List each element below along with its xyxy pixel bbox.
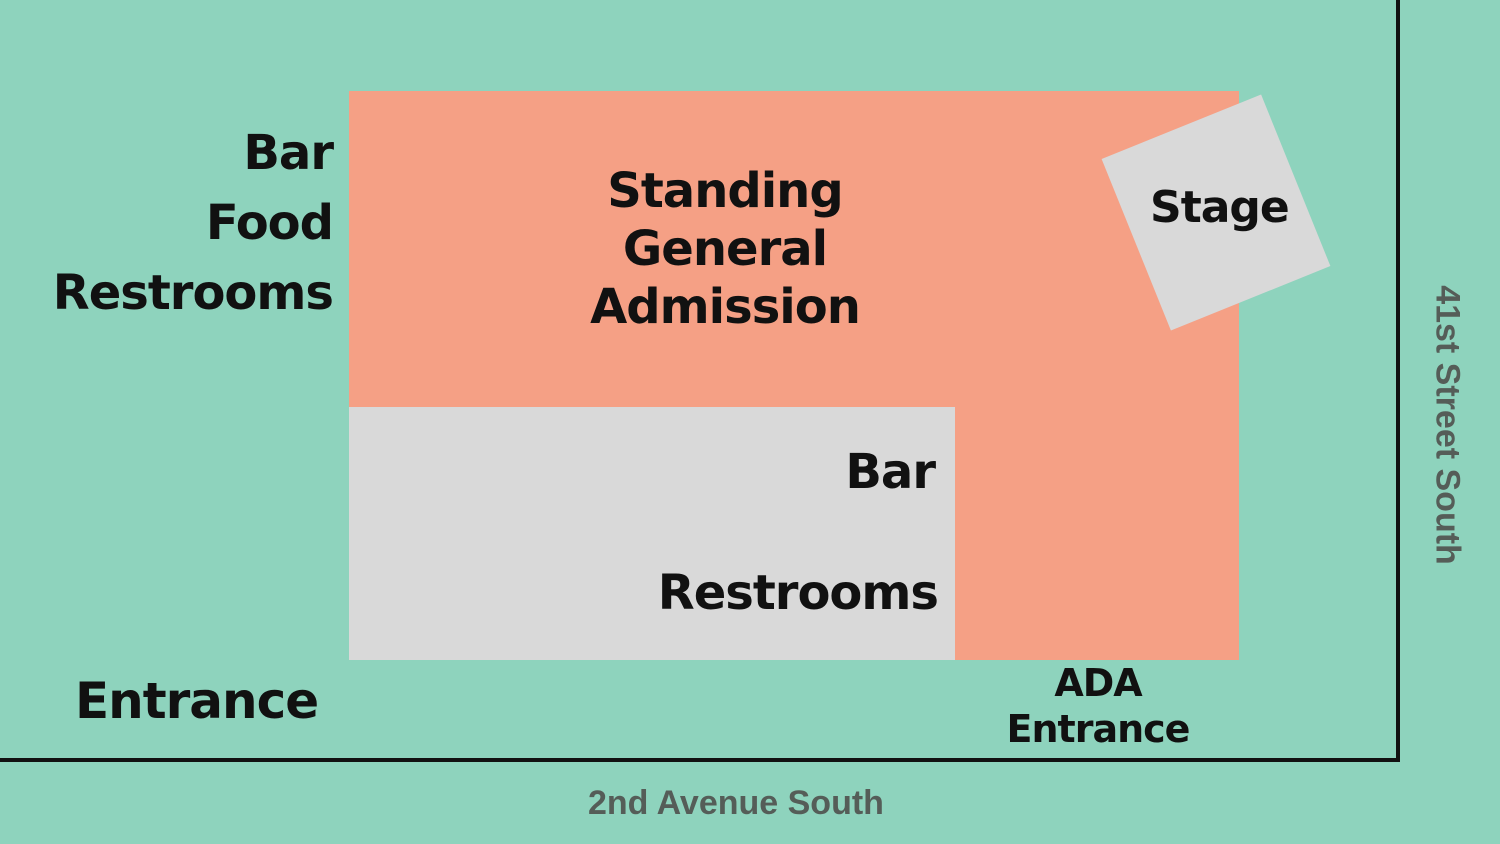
general-admission-area-southeast bbox=[954, 300, 1239, 660]
left-amenities: Bar Food Restrooms bbox=[33, 124, 334, 334]
left-bar-label: Bar bbox=[243, 125, 334, 181]
left-restrooms-label: Restrooms bbox=[52, 265, 334, 321]
street-2nd-avenue-south: 2nd Avenue South bbox=[588, 784, 884, 822]
left-food-label: Food bbox=[205, 195, 334, 251]
entrance-label: Entrance bbox=[75, 672, 319, 730]
inner-bar-label: Bar bbox=[845, 444, 936, 500]
stage-label: Stage bbox=[1150, 182, 1290, 233]
ga-line-1: Standing bbox=[607, 163, 843, 219]
street-41st-street-south: 41st Street South bbox=[1428, 285, 1467, 565]
ga-line-2: General bbox=[622, 221, 828, 277]
ada-entrance-label: ADA Entrance bbox=[1000, 660, 1196, 752]
ada-line-1: ADA bbox=[1054, 661, 1142, 705]
ada-line-2: Entrance bbox=[1006, 707, 1191, 751]
property-border-east bbox=[1396, 0, 1400, 762]
inner-restrooms-label: Restrooms bbox=[657, 565, 939, 621]
property-border-south bbox=[0, 758, 1400, 762]
general-admission-label: Standing General Admission bbox=[560, 162, 890, 336]
bar-restrooms-area bbox=[349, 407, 955, 660]
ga-line-3: Admission bbox=[590, 279, 861, 335]
